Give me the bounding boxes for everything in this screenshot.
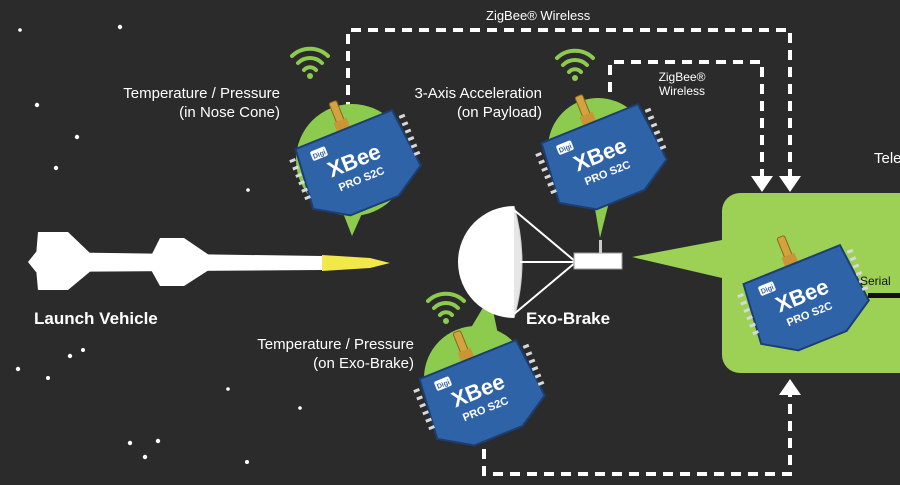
xbee-module-exo-brake: XBee PRO S2C Digi [398, 307, 557, 460]
launch-vehicle-label: Launch Vehicle [34, 309, 158, 328]
zigbee-inner-line1: ZigBee® [658, 70, 706, 84]
star-field [15, 24, 302, 464]
xbee-maker: Digi [558, 143, 573, 154]
link-nose-cone [346, 28, 792, 178]
payload-line2: (on Payload) [456, 104, 542, 121]
payload-sensor-label: 3-Axis Acceleration (on Payload) [360, 84, 542, 122]
exo-brake [458, 205, 623, 319]
wifi-icon [426, 291, 466, 326]
wifi-icon [290, 46, 330, 81]
launch-vehicle [28, 232, 390, 290]
nose-cone [322, 255, 390, 271]
xbee-maker: Digi [312, 149, 327, 160]
xbee-module-nose-cone: XBee PRO S2C Digi [274, 77, 433, 230]
exo-sensor-line1: Temperature / Pressure [257, 336, 414, 353]
xbee-maker: Digi [760, 284, 775, 295]
nose-cone-line2: (in Nose Cone) [179, 104, 280, 121]
link-payload [608, 60, 764, 178]
zigbee-inner-label: ZigBee® Wireless [642, 70, 722, 98]
telemetry-label-partial: Tele [874, 150, 900, 167]
serial-label-partial: Serial [860, 274, 891, 288]
xbee-module-payload: XBee PRO S2C Digi [520, 71, 679, 224]
link-exo-brake [482, 388, 792, 476]
xbee-maker: Digi [436, 379, 451, 390]
zigbee-inner-line2: Wireless [658, 84, 705, 98]
ground-station-pointer [632, 240, 722, 278]
arrowheads [751, 176, 801, 395]
exo-brake-sensor-label: Temperature / Pressure (on Exo-Brake) [214, 335, 414, 373]
zigbee-wireless-label: ZigBee® Wireless [486, 8, 591, 23]
zigbee-links [346, 28, 792, 476]
xbee-module-ground-station: XBee PRO S2C Digi [722, 212, 881, 365]
wifi-icon [555, 48, 595, 83]
exo-brake-label: Exo-Brake [526, 309, 611, 328]
nose-cone-sensor-label: Temperature / Pressure (in Nose Cone) [80, 84, 280, 122]
nose-cone-line1: Temperature / Pressure [123, 85, 280, 102]
exo-sensor-line2: (on Exo-Brake) [313, 355, 414, 372]
payload-line1: 3-Axis Acceleration [414, 85, 542, 102]
serial-line [868, 293, 900, 298]
